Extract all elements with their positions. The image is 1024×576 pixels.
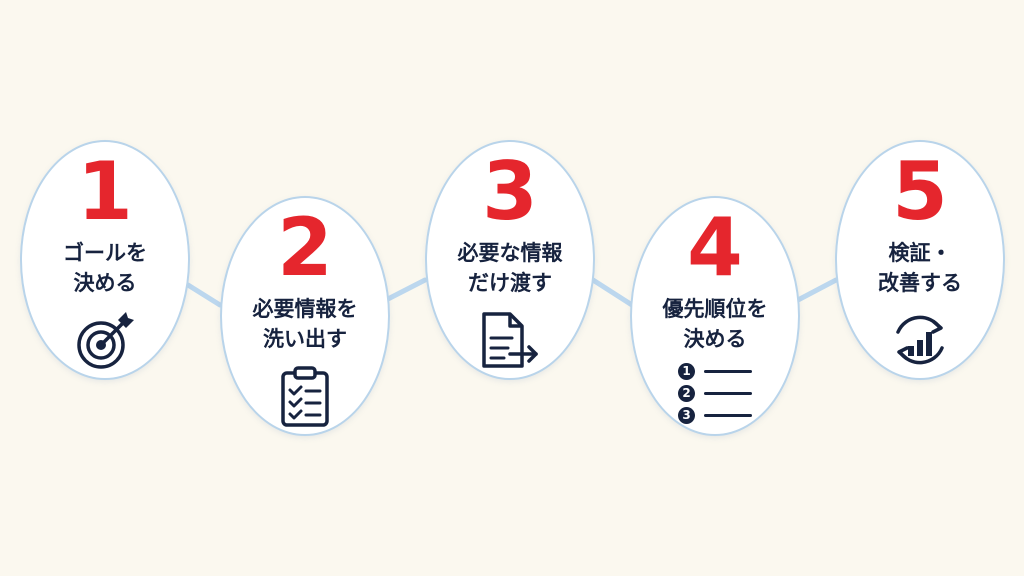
- step-3: 3 必要な情報 だけ渡す: [425, 140, 595, 380]
- step-title: 優先順位を 決める: [662, 297, 768, 351]
- list-item: 1: [678, 360, 752, 382]
- connector-2-3: [383, 277, 428, 303]
- step-4: 4 優先順位を 決める 1 2 3: [630, 196, 800, 436]
- cycle-chart-icon: [888, 310, 952, 370]
- step-number: 3: [482, 145, 538, 238]
- step-number: 5: [892, 145, 948, 238]
- clipboard-checklist-icon: [279, 366, 331, 428]
- step-number: 2: [277, 201, 333, 294]
- list-item: 3: [678, 404, 752, 426]
- connector-3-4: [590, 277, 635, 308]
- step-number: 4: [687, 201, 743, 294]
- target-arrow-icon: [74, 310, 136, 372]
- list-item: 2: [678, 382, 752, 404]
- step-title: 必要な情報 だけ渡す: [457, 241, 563, 295]
- document-send-icon: [478, 310, 542, 370]
- connector-1-2: [185, 282, 223, 308]
- connector-4-5: [795, 277, 839, 303]
- step-title: 必要情報を 洗い出す: [252, 297, 358, 351]
- step-2: 2 必要情報を 洗い出す: [220, 196, 390, 436]
- step-5: 5 検証・ 改善する: [835, 140, 1005, 380]
- step-title: 検証・ 改善する: [878, 241, 962, 295]
- numbered-list-icon: 1 2 3: [678, 360, 752, 426]
- step-1: 1 ゴールを 決める: [20, 140, 190, 380]
- step-title: ゴールを 決める: [63, 241, 147, 295]
- step-number: 1: [77, 145, 133, 238]
